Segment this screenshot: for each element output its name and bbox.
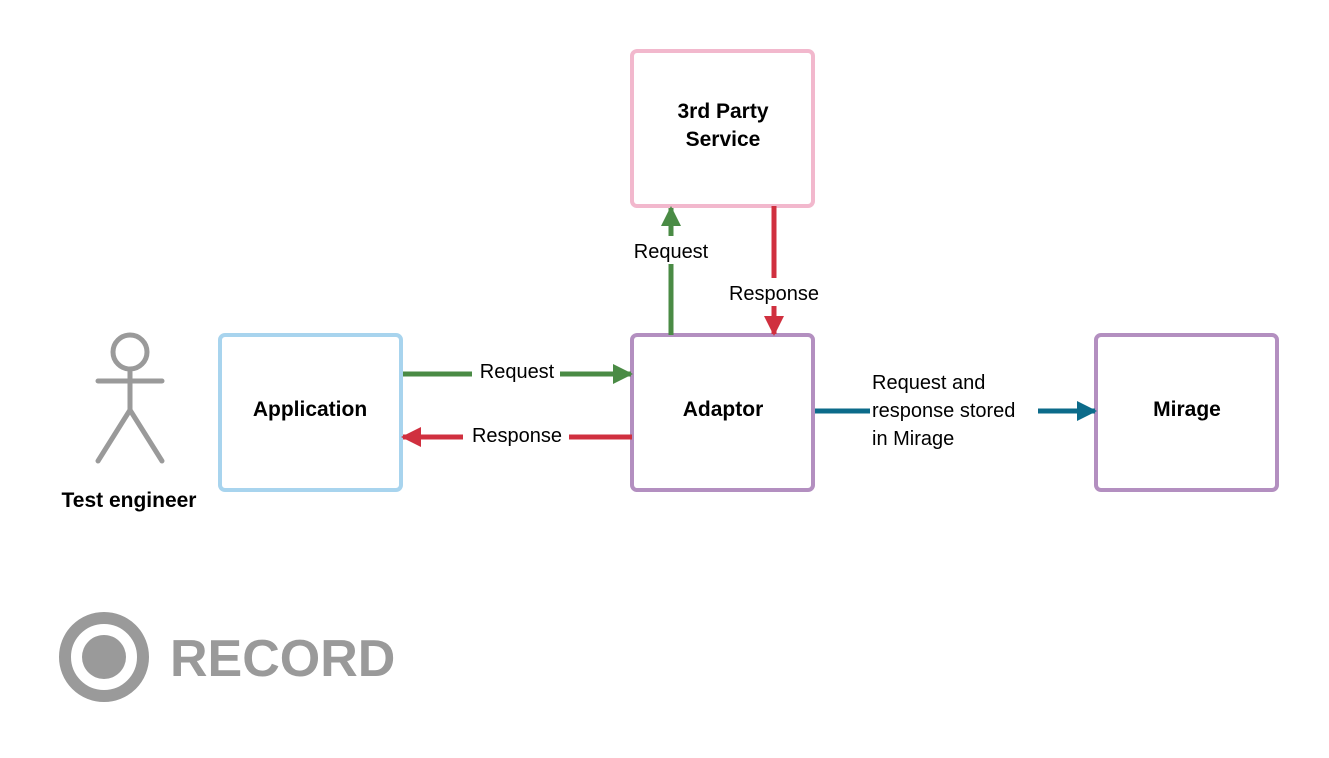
edge-adaptor-to-mirage: Request and response stored in Mirage xyxy=(815,366,1097,452)
third-party-service-label-line-2: Service xyxy=(686,128,761,151)
edge-adaptor-to-app: Response xyxy=(401,422,632,448)
application-label: Application xyxy=(253,398,367,421)
record-mode-indicator: RECORD xyxy=(59,612,395,702)
mirage-node: Mirage xyxy=(1094,333,1279,492)
edge-adaptor-to-third-party: Request xyxy=(626,206,718,335)
adaptor-node: Adaptor xyxy=(630,333,815,492)
edge-label-third-party-response: Response xyxy=(729,283,819,305)
application-box xyxy=(218,333,403,492)
edge-label-app-response: Response xyxy=(472,425,562,447)
edge-third-party-to-adaptor: Response xyxy=(721,206,829,336)
test-engineer-actor: Test engineer xyxy=(62,332,197,512)
adaptor-box xyxy=(630,333,815,492)
third-party-service-box xyxy=(630,49,815,208)
mirage-label: Mirage xyxy=(1153,398,1221,421)
record-icon xyxy=(59,612,149,702)
edge-app-to-adaptor: Request xyxy=(403,358,633,384)
edge-label-mirage-line-2: response stored xyxy=(872,400,1015,422)
third-party-service-label-line-1: 3rd Party xyxy=(677,100,768,123)
edge-label-mirage-line-1: Request and xyxy=(872,372,985,394)
record-label: RECORD xyxy=(170,630,395,688)
stick-figure-icon xyxy=(95,332,165,464)
third-party-service-node: 3rd Party Service xyxy=(630,49,815,208)
edge-label-mirage-line-3: in Mirage xyxy=(872,428,954,450)
actor-label: Test engineer xyxy=(62,489,197,512)
adaptor-label: Adaptor xyxy=(683,398,764,421)
edge-label-app-request: Request xyxy=(480,361,555,383)
application-node: Application xyxy=(218,333,403,492)
edge-label-third-party-request: Request xyxy=(634,241,709,263)
